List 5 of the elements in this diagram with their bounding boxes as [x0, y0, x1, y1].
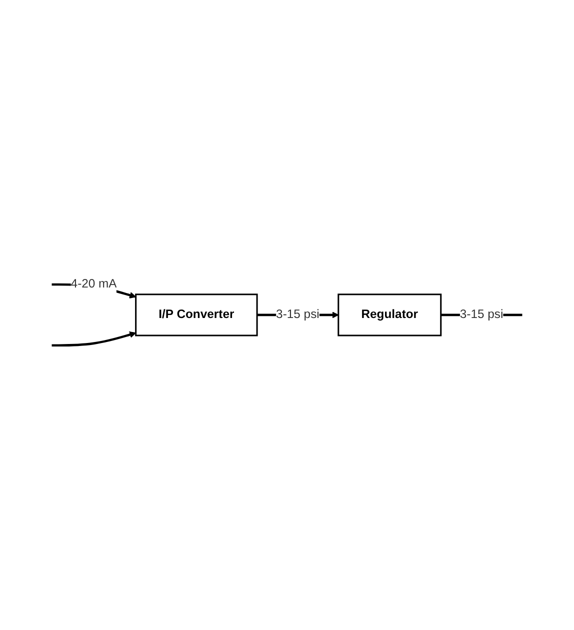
- node-box: I/P Converter: [135, 294, 258, 336]
- arrow: [52, 331, 136, 347]
- edge-label: 3-15 psi: [460, 308, 504, 322]
- node-box: Regulator: [338, 294, 442, 336]
- edge-label: 4-20 mA: [70, 278, 117, 291]
